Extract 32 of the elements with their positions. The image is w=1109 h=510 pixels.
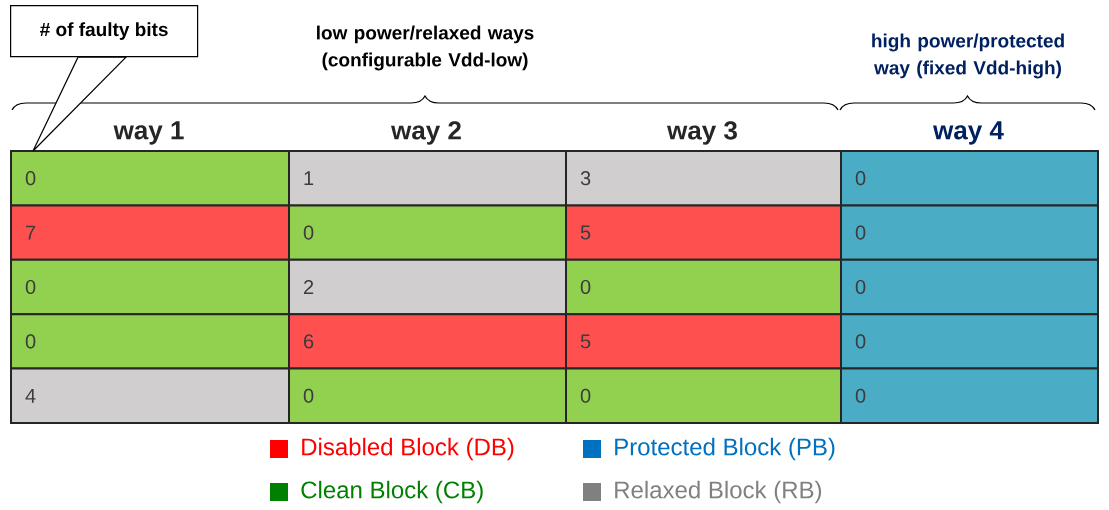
column-header: way 4 bbox=[933, 121, 1004, 145]
table-cell: 0 bbox=[288, 204, 567, 261]
table-cell: 5 bbox=[565, 313, 842, 370]
table-cell: 0 bbox=[840, 258, 1099, 316]
column-header: way 2 bbox=[391, 121, 461, 145]
brace-label: high power/protected way (fixed Vdd-high) bbox=[872, 33, 1064, 79]
table-cell: 7 bbox=[10, 204, 290, 261]
table-cell: 0 bbox=[840, 204, 1099, 261]
table-cell: 0 bbox=[10, 313, 290, 370]
table-cell: 0 bbox=[565, 258, 842, 316]
column-header: way 1 bbox=[113, 121, 184, 145]
table-cell: 3 bbox=[565, 150, 842, 207]
callout-box: # of faulty bits bbox=[10, 5, 199, 58]
legend-label: Protected Block (PB) bbox=[615, 437, 835, 461]
table-cell: 0 bbox=[840, 150, 1099, 207]
brace-label: low power/relaxed ways (configurable Vdd-low) bbox=[317, 25, 534, 71]
table-cell: 0 bbox=[10, 258, 290, 316]
table-cell: 0 bbox=[840, 367, 1099, 424]
table-cell: 1 bbox=[288, 150, 567, 207]
legend-label: Disabled Block (DB) bbox=[302, 437, 514, 461]
legend-label: Relaxed Block (RB) bbox=[615, 480, 822, 504]
table-cell: 5 bbox=[565, 204, 842, 261]
table-cell: 0 bbox=[10, 150, 290, 207]
table-cell: 0 bbox=[565, 367, 842, 424]
table-cell: 0 bbox=[840, 313, 1099, 370]
table-cell: 0 bbox=[288, 367, 567, 424]
table-cell: 2 bbox=[288, 258, 567, 316]
callout-tail bbox=[30, 56, 128, 154]
table-cell: 6 bbox=[288, 313, 567, 370]
table-cell: 4 bbox=[10, 367, 290, 424]
legend-label: Clean Block (CB) bbox=[301, 480, 483, 504]
column-header: way 3 bbox=[667, 121, 737, 145]
